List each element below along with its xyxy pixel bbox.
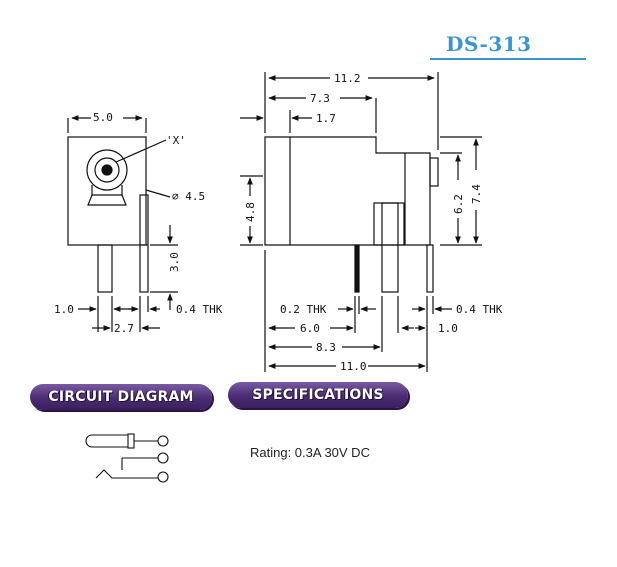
plug-tip [127,433,135,449]
rating-text: Rating: 0.3A 30V DC [250,445,370,460]
x-marker-label: 'X' [166,134,186,147]
sleeve-contact [95,469,158,479]
specifications-label: SPECIFICATIONS [252,387,384,403]
height-7-4-label: 7.4 [470,184,483,204]
pin-length-label: 3.0 [168,252,181,272]
front-thickness-label: 0.4 THK [176,303,223,316]
side-pin-rear [426,244,434,293]
front-inner-circle [94,157,120,183]
circuit-diagram-header: CIRCUIT DIAGRAM [30,384,212,410]
front-pin-right [139,194,149,293]
height-6-2-label: 6.2 [452,194,465,214]
plug-body [85,434,128,448]
dim-1-0-label: 1.0 [438,322,458,335]
diameter-label: ∅ 4.5 [172,190,205,203]
circuit-diagram-label: CIRCUIT DIAGRAM [48,389,194,405]
dim-11-0-label: 11.0 [340,360,367,373]
dim-7-3-label: 7.3 [310,92,330,105]
dim-1-7-label: 1.7 [316,112,336,125]
side-body-outline [264,136,431,246]
front-outer-circle [86,149,128,191]
pin-spacing-label: 2.7 [114,322,134,335]
front-center-pin [101,164,113,176]
circuit-schematic [85,433,169,483]
specifications-header: SPECIFICATIONS [228,382,408,408]
pin-thk-right-label: 0.4 THK [456,303,503,316]
front-pin-left [97,244,113,293]
front-width-label: 5.0 [93,111,113,124]
front-notch-lower [87,194,127,206]
height-4-8-label: 4.8 [244,202,257,222]
terminal-3 [157,471,169,483]
pin-width-label: 1.0 [54,303,74,316]
overall-length-label: 11.2 [334,72,361,85]
pin-thk-left-label: 0.2 THK [280,303,327,316]
part-number-title: DS-313 [446,32,532,56]
terminal-2 [157,452,169,464]
side-pin-wide [381,202,399,293]
side-pin-thin [354,244,360,293]
front-body-outline [67,136,147,246]
dim-8-3-label: 8.3 [316,341,336,354]
side-view [240,72,482,372]
front-view [67,115,178,332]
side-rear-tab [429,157,439,187]
title-underline [430,58,586,60]
dim-6-0-label: 6.0 [300,322,320,335]
front-notch [91,185,123,196]
terminal-1 [157,435,169,447]
side-pin-block [373,202,405,246]
